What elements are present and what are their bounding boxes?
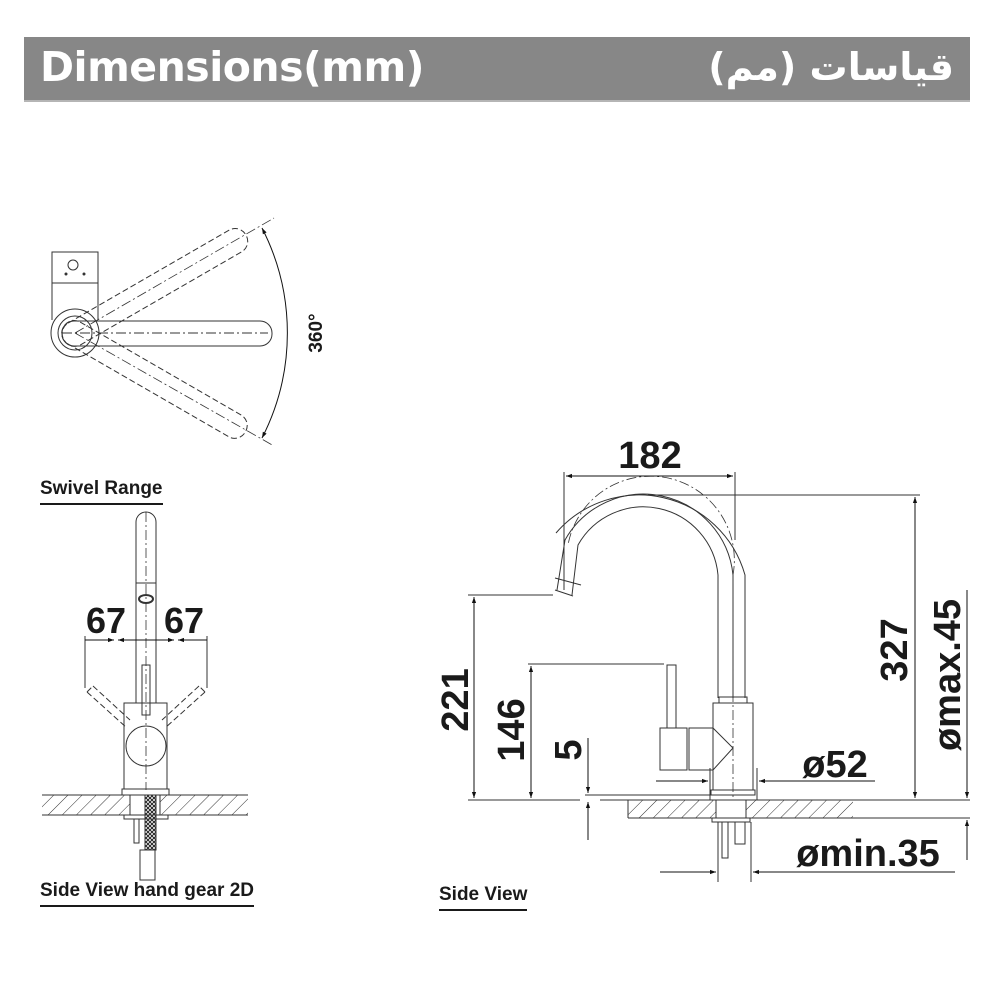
side-view-caption: Side View xyxy=(439,884,528,911)
lever-height-label: 146 xyxy=(491,698,533,761)
base-diameter-label: ø52 xyxy=(802,744,867,786)
right-offset-label: 67 xyxy=(164,600,204,641)
total-height-label: 327 xyxy=(874,618,916,681)
hand-gear-caption: Side View hand gear 2D xyxy=(40,880,255,907)
title-english: Dimensions(mm) xyxy=(40,43,424,91)
hole-min-label: ømin.35 xyxy=(796,833,940,875)
header-bar: Dimensions(mm) قياسات (مم) xyxy=(24,37,970,102)
base-gap-label: 5 xyxy=(548,739,590,760)
title-arabic: قياسات (مم) xyxy=(708,45,954,89)
swivel-range-drawing xyxy=(50,217,288,447)
left-offset-label: 67 xyxy=(86,600,126,641)
hand-gear-drawing xyxy=(42,511,248,881)
spout-height-label: 221 xyxy=(435,668,477,731)
reach-label: 182 xyxy=(618,435,681,477)
side-view-drawing xyxy=(468,472,970,882)
swivel-range-caption: Swivel Range xyxy=(40,478,163,505)
counter-max-label: ømax.45 xyxy=(927,599,969,751)
swivel-angle-label: 360° xyxy=(306,313,327,352)
